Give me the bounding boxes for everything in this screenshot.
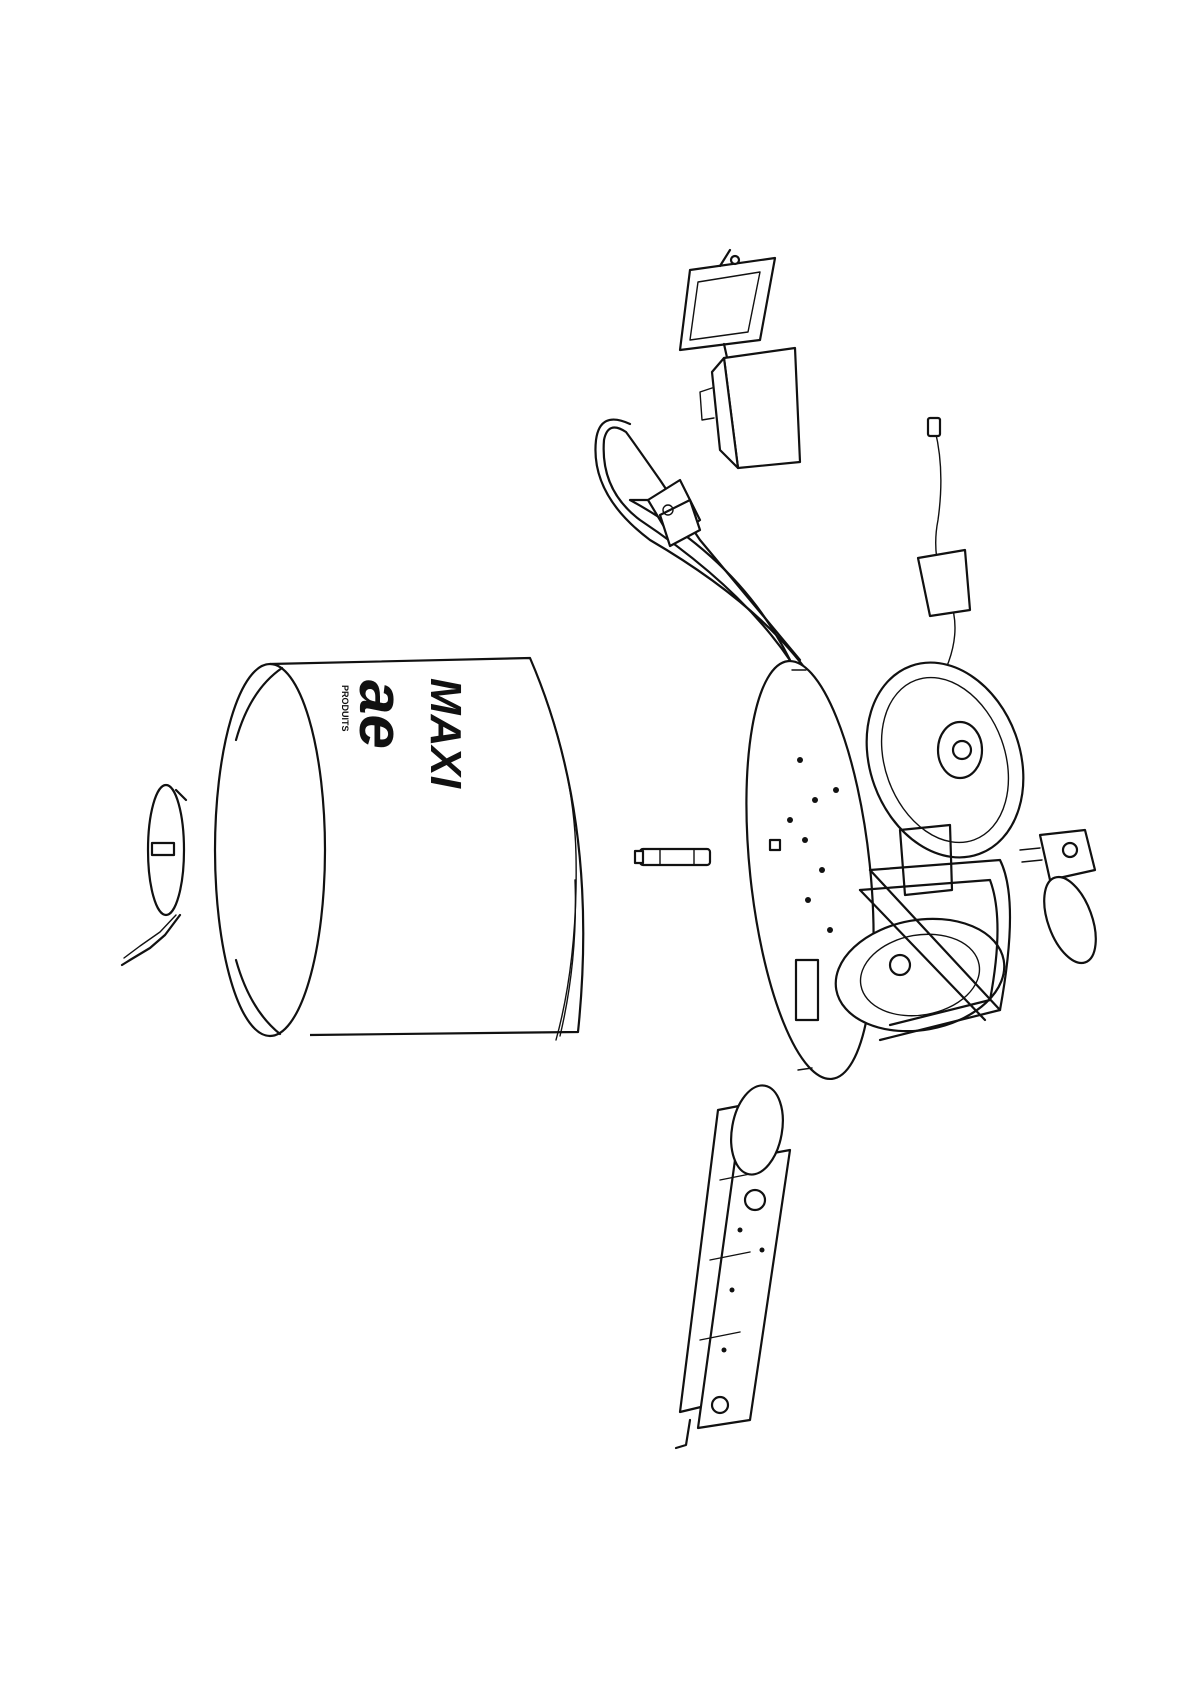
motor-part — [1020, 830, 1106, 970]
drum: ae PRODUITS MAXI — [215, 658, 583, 1040]
drum-brand-subtitle: PRODUITS — [340, 685, 350, 732]
wheel-rear — [840, 640, 1049, 879]
drum-lid-part — [122, 785, 186, 965]
drum-brand-mark: ae — [346, 680, 415, 749]
gearbox-tray-part — [676, 1081, 790, 1448]
battery-part — [700, 348, 800, 468]
drive-shaft-part — [635, 849, 710, 865]
battery-bracket-part — [680, 250, 775, 362]
power-cable-part — [918, 418, 970, 690]
drum-model-label: MAXI — [421, 678, 470, 789]
